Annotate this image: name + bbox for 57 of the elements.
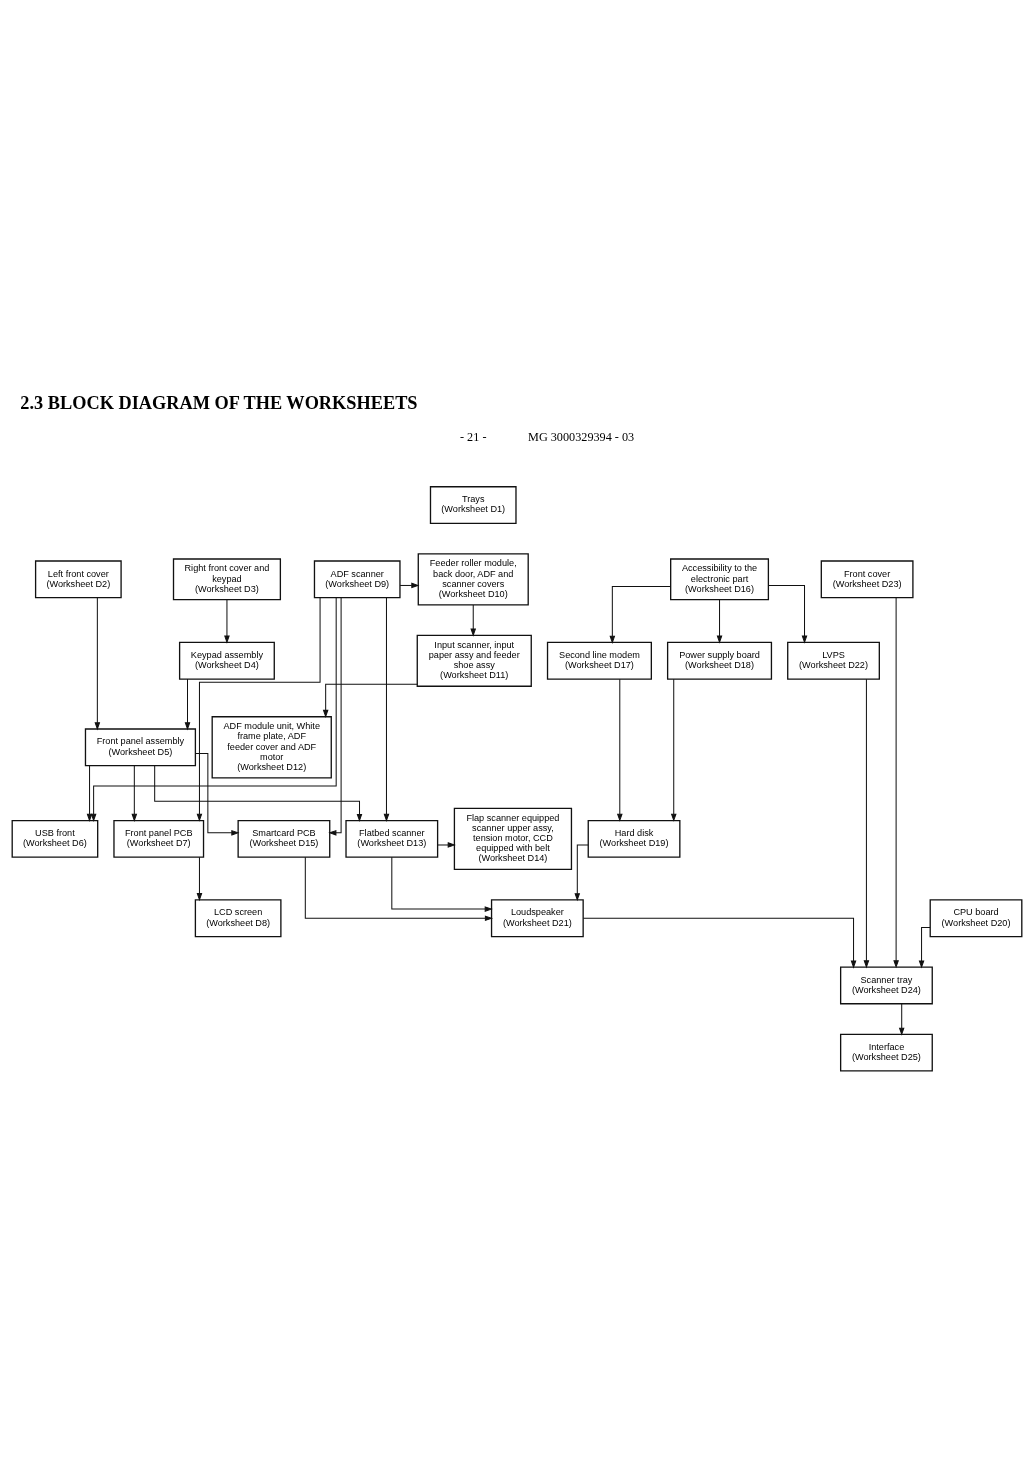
node-box: Scanner tray (Worksheet D24) [840, 966, 933, 1005]
node-box: Loudspeaker (Worksheet D21) [490, 899, 584, 938]
arrow [304, 856, 494, 922]
arrow [154, 765, 363, 823]
arrow [609, 585, 672, 644]
arrow [470, 604, 477, 637]
node-box: CPU board (Worksheet D20) [929, 899, 1023, 938]
arrow [670, 678, 677, 822]
arrow [328, 597, 342, 836]
arrow [94, 597, 101, 731]
node-box: Accessibility to the electronic part (Worksheet D16) [670, 558, 770, 601]
node-box: Keypad assembly (Worksheet D4) [178, 641, 275, 680]
diagram-title: 2.3 BLOCK DIAGRAM OF THE WORKSHEETS [20, 392, 418, 413]
arrow [716, 599, 723, 644]
arrow [86, 765, 93, 822]
node-box: Left front cover (Worksheet D2) [34, 560, 122, 599]
node-box: Front cover (Worksheet D23) [820, 560, 914, 599]
arrow [131, 765, 138, 822]
arrow [196, 856, 203, 902]
node-box: LCD screen (Worksheet D8) [194, 899, 282, 938]
label: - 21 - [460, 430, 487, 445]
arrow [383, 597, 390, 822]
arrow [898, 1003, 905, 1036]
arrow [863, 678, 870, 969]
node-box: Flap scanner equipped scanner upper assy, tension motor, CCD equipped with belt (Worksheet D14) [453, 807, 573, 871]
node-box: USB front (Worksheet D6) [11, 819, 99, 858]
node-box: Second line modem (Worksheet D17) [546, 641, 652, 680]
node-box: Interface (Worksheet D25) [840, 1033, 933, 1072]
arrow [90, 597, 337, 822]
arrow [767, 584, 808, 644]
node-box: ADF module unit, White frame plate, ADF feeder cover and ADF motor (Worksheet D12) [211, 716, 332, 779]
arrow [437, 842, 456, 848]
node-box: LVPS (Worksheet D22) [787, 641, 880, 680]
arrow [184, 678, 191, 731]
node-box: Right front cover and keypad (Worksheet D3) [172, 558, 282, 601]
node-box: Trays (Worksheet D1) [429, 486, 517, 525]
node-box: Front panel PCB (Worksheet D7) [113, 819, 205, 858]
arrow [616, 678, 623, 822]
node-box: Front panel assembly (Worksheet D5) [84, 728, 197, 767]
node-box: Input scanner, input paper assy and feeder shoe assy (Worksheet D11) [416, 634, 532, 687]
arrow [918, 926, 931, 969]
arrow [582, 917, 857, 969]
arrow [322, 683, 418, 719]
label: MG 3000329394 - 03 [528, 430, 635, 445]
arrow [196, 597, 321, 822]
arrow [893, 597, 899, 969]
arrow [224, 599, 230, 644]
arrow [391, 856, 493, 912]
arrow [399, 582, 420, 589]
node-box: Flatbed scanner (Worksheet D13) [345, 819, 439, 858]
node-box: Power supply board (Worksheet D18) [666, 641, 773, 680]
node-box: Hard disk (Worksheet D19) [587, 819, 681, 858]
arrow [195, 752, 240, 836]
arrow [574, 844, 589, 902]
node-box: ADF scanner (Worksheet D9) [313, 560, 401, 599]
node-box: Feeder roller module, back door, ADF and scanner covers (Worksheet D10) [417, 553, 529, 606]
node-box: Smartcard PCB (Worksheet D15) [237, 819, 331, 858]
